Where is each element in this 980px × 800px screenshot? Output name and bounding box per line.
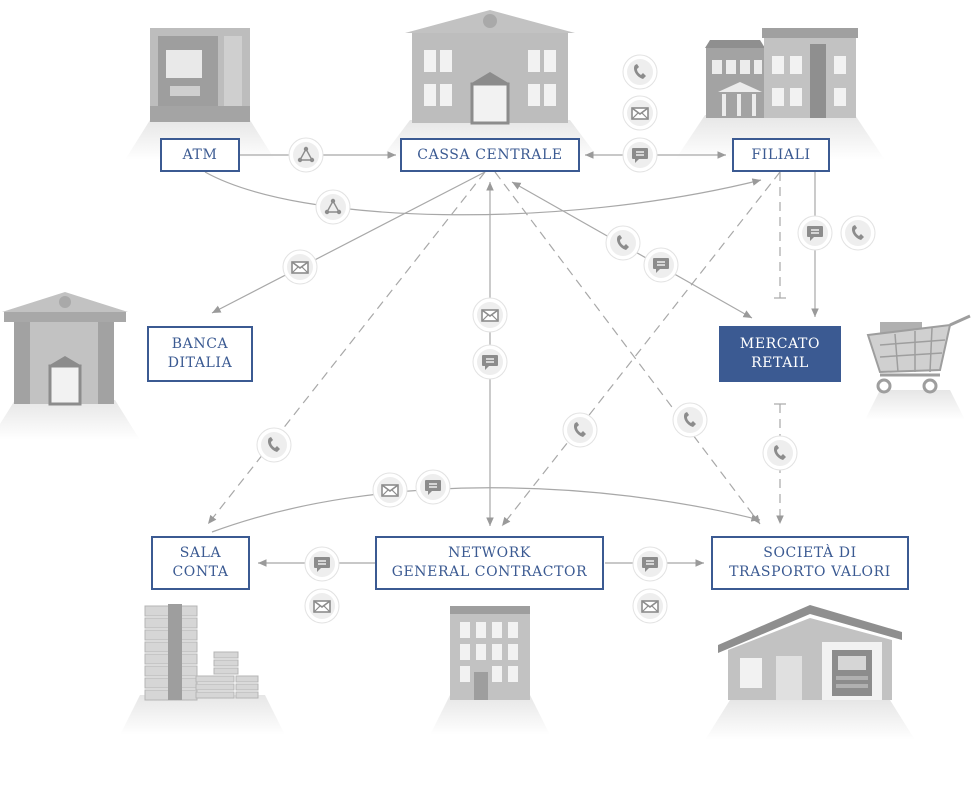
node-network-general-contractor[interactable]: NETWORK GENERAL CONTRACTOR — [375, 536, 604, 590]
node-sala-conta[interactable]: SALA CONTA — [151, 536, 250, 590]
coin-stacks-illustration — [120, 604, 285, 735]
node-societa-line1: SOCIETÀ DI — [763, 545, 857, 561]
node-mercato-retail-line2: RETAIL — [751, 355, 809, 371]
chat-icon — [797, 215, 833, 251]
chat-icon — [472, 344, 508, 380]
connector-atm-filiali — [204, 171, 762, 216]
mail-icon — [632, 588, 668, 624]
network-icon — [288, 137, 324, 173]
mail-icon — [282, 249, 318, 285]
node-cassa-centrale-label: CASSA CENTRALE — [417, 146, 563, 163]
filiali-illustration — [675, 28, 885, 160]
phone-icon — [840, 215, 876, 251]
phone-icon — [605, 225, 641, 261]
network-office-illustration — [430, 606, 550, 735]
mail-icon — [304, 588, 340, 624]
node-mercato-retail[interactable]: MERCATO RETAIL — [719, 326, 841, 382]
warehouse-truck-illustration — [705, 605, 915, 740]
phone-icon — [256, 427, 292, 463]
node-banca-ditalia-line2: DITALIA — [167, 355, 233, 371]
node-sala-conta-line1: SALA — [179, 545, 222, 561]
node-filiali[interactable]: FILIALI — [732, 138, 830, 172]
node-cassa-centrale[interactable]: CASSA CENTRALE — [400, 138, 580, 172]
network-icon — [315, 189, 351, 225]
node-filiali-label: FILIALI — [751, 146, 811, 163]
node-atm-label: ATM — [182, 146, 218, 163]
connector-sala-societa — [211, 487, 761, 533]
connector-cassa-societa — [494, 171, 761, 525]
banca-ditalia-illustration — [0, 292, 140, 440]
chat-icon — [304, 546, 340, 582]
node-banca-ditalia[interactable]: BANCA DITALIA — [147, 326, 253, 382]
shopping-cart-illustration — [865, 314, 971, 420]
channel-icons — [256, 54, 876, 624]
node-atm[interactable]: ATM — [160, 138, 240, 172]
node-sala-conta-line2: CONTA — [172, 564, 229, 580]
chat-icon — [415, 469, 451, 505]
node-mercato-retail-line1: MERCATO — [739, 336, 821, 352]
mail-icon — [472, 297, 508, 333]
phone-icon — [562, 412, 598, 448]
node-banca-ditalia-line1: BANCA — [171, 336, 229, 352]
chat-icon — [643, 247, 679, 283]
phone-icon — [622, 54, 658, 90]
connector-cassa-banca — [211, 171, 486, 314]
mail-icon — [372, 472, 408, 508]
chat-icon — [622, 137, 658, 173]
phone-icon — [672, 402, 708, 438]
mail-icon — [622, 95, 658, 131]
phone-icon — [762, 435, 798, 471]
node-network-line1: NETWORK — [448, 545, 531, 561]
node-network-line2: GENERAL CONTRACTOR — [391, 564, 588, 580]
node-societa-line2: TRASPORTO VALORI — [729, 564, 891, 580]
chat-icon — [632, 546, 668, 582]
node-societa-trasporto-valori[interactable]: SOCIETÀ DI TRASPORTO VALORI — [711, 536, 909, 590]
